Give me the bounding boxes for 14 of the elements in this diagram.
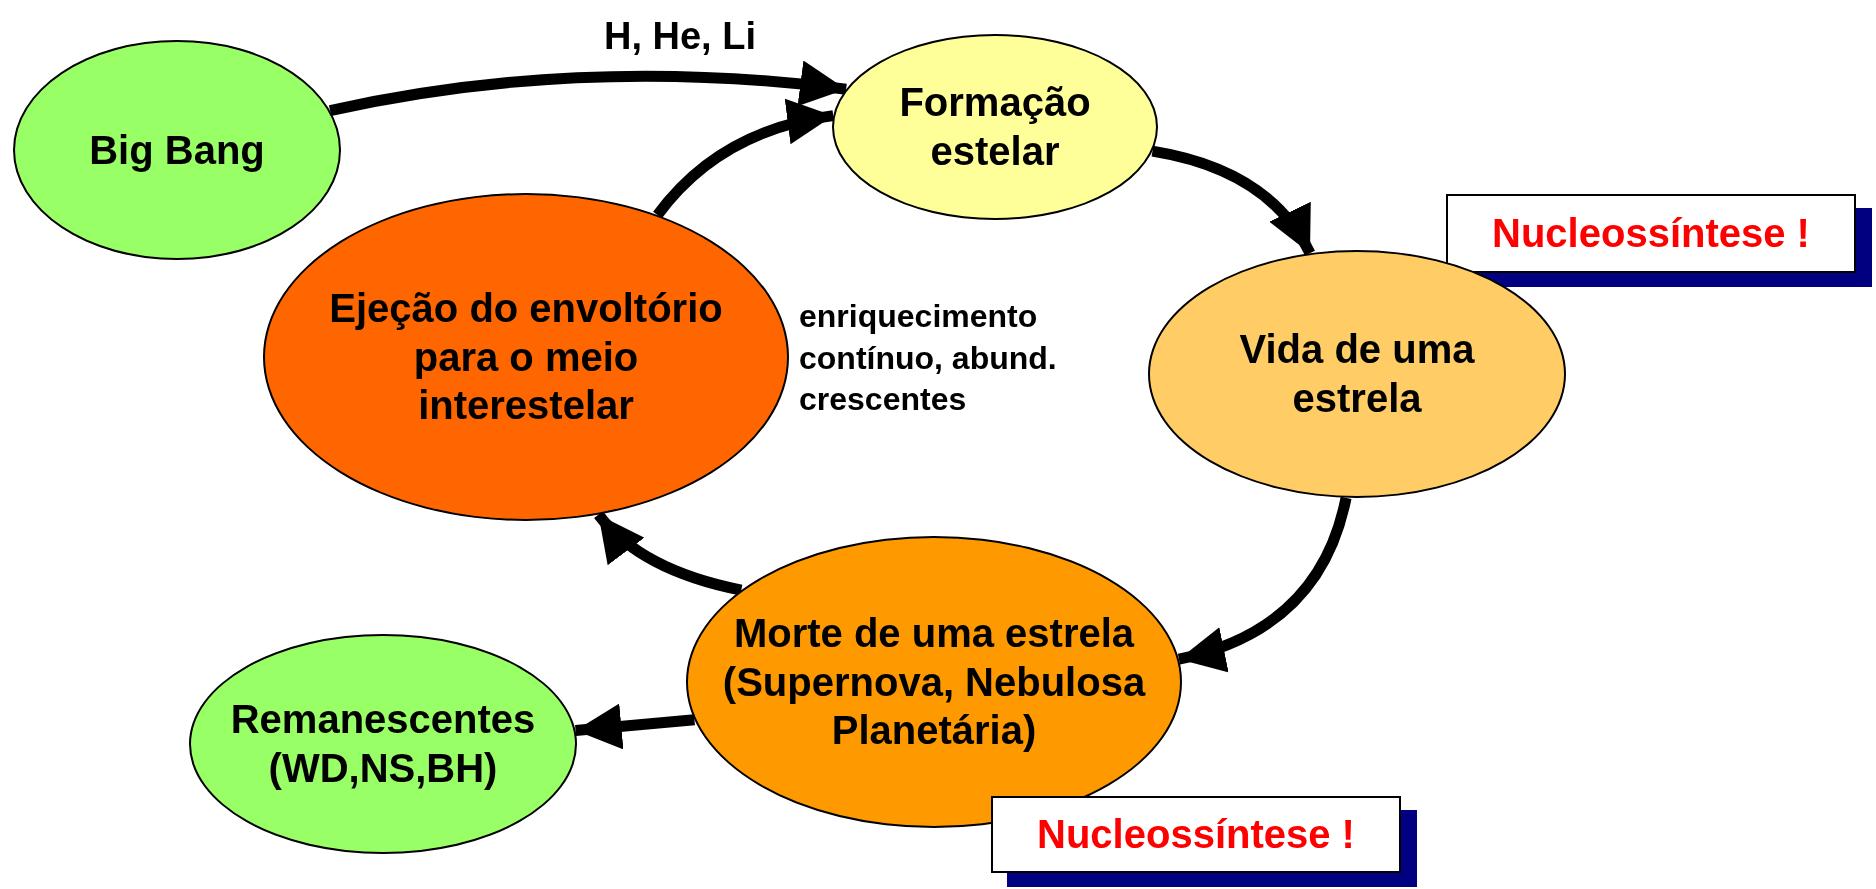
node-label: Vida de uma estrela (1238, 326, 1476, 422)
node-label: Ejeção do envoltório para o meio interestelar (328, 284, 724, 430)
arrow (575, 703, 695, 750)
node-label: Formação estelar (898, 79, 1092, 175)
node-label: Remanescentes (WD,NS,BH) (229, 696, 537, 792)
arrow (653, 100, 835, 219)
node-label: Big Bang (89, 126, 265, 174)
note-text: enriquecimento contínuo, abund. crescentes (799, 297, 1058, 420)
arrow (1177, 496, 1352, 671)
callout-text: Nucleossíntese ! (1492, 211, 1810, 256)
node-label: Morte de uma estrela (Supernova, Nebulosa Planetária) (721, 609, 1147, 755)
callout-text: Nucleossíntese ! (1037, 812, 1355, 857)
arrow (329, 61, 847, 116)
arrow (594, 511, 743, 596)
